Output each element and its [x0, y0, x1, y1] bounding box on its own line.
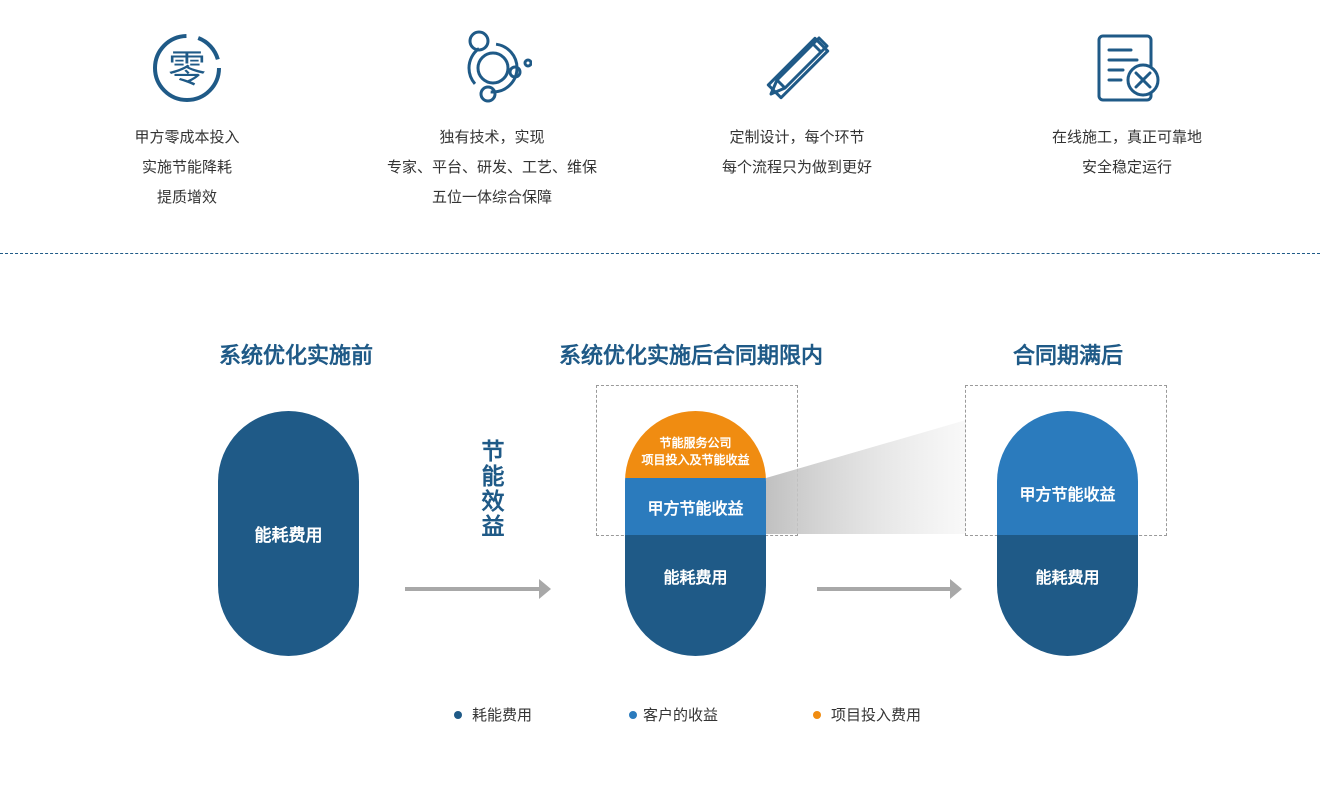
project-investment-segment: 节能服务公司 项目投入及节能收益 — [625, 411, 766, 478]
feature-line: 安全稳定运行 — [1081, 158, 1172, 176]
vertical-char: 效 — [481, 489, 505, 515]
design-tools-icon — [766, 36, 830, 100]
feature-line: 定制设计，每个环节 — [729, 128, 865, 146]
feature-line: 实施节能降耗 — [141, 158, 232, 176]
legend-item-project-investment: 项目投入费用 — [813, 704, 921, 725]
arrow-right — [817, 579, 962, 599]
technology-bubbles-icon — [467, 30, 532, 103]
heading-after: 合同期满后 — [1012, 344, 1123, 369]
vertical-char: 益 — [481, 514, 505, 540]
feature-line: 专家、平台、研发、工艺、维保 — [386, 158, 597, 176]
heading-during: 系统优化实施后合同期限内 — [558, 344, 823, 369]
company-label-line1: 节能服务公司 — [659, 435, 732, 450]
feature-technology: 独有技术，实现 专家、平台、研发、工艺、维保 五位一体综合保障 — [342, 28, 642, 212]
feature-line: 五位一体综合保障 — [431, 188, 552, 206]
feature-zero-cost: 零 甲方零成本投入 实施节能降耗 提质增效 — [37, 28, 337, 212]
construction-document-icon — [1097, 34, 1160, 102]
energy-cost-segment: 能耗费用 — [625, 535, 766, 656]
energy-cost-segment: 能耗费用 — [997, 535, 1138, 656]
legend-dot — [813, 710, 821, 719]
client-savings-segment: 甲方节能收益 — [997, 411, 1138, 535]
company-label-line2: 项目投入及节能收益 — [641, 452, 750, 467]
feature-construction: 在线施工，真正可靠地 安全稳定运行 — [977, 28, 1277, 182]
arrow-right — [405, 579, 551, 599]
heading-before: 系统优化实施前 — [218, 344, 373, 369]
feature-line: 每个流程只为做到更好 — [721, 158, 872, 176]
legend-dot — [454, 710, 462, 719]
energy-cost-label: 能耗费用 — [254, 526, 323, 546]
section-divider — [0, 253, 1320, 254]
feature-custom-design: 定制设计，每个环节 每个流程只为做到更好 — [647, 28, 947, 182]
legend-dot — [629, 710, 637, 719]
vertical-char: 节 — [481, 439, 505, 465]
vertical-char: 能 — [481, 464, 505, 490]
feature-line: 独有技术，实现 — [439, 128, 545, 146]
pill-after: 甲方节能收益 能耗费用 — [997, 411, 1138, 656]
client-savings-segment: 甲方节能收益 — [625, 478, 766, 535]
pill-before: 能耗费用 — [218, 411, 359, 656]
legend-label: 耗能费用 — [472, 706, 533, 724]
zero-cost-icon: 零 — [153, 34, 221, 102]
client-savings-label: 甲方节能收益 — [647, 498, 744, 518]
pill-during: 节能服务公司 项目投入及节能收益 甲方节能收益 能耗费用 — [625, 411, 766, 656]
energy-cost-segment: 能耗费用 — [218, 411, 359, 656]
legend-item-energy-cost: 耗能费用 — [454, 704, 532, 725]
zero-glyph: 零 — [168, 47, 206, 91]
legend-label: 项目投入费用 — [831, 706, 922, 724]
energy-cost-label: 能耗费用 — [1035, 568, 1100, 587]
legend-label: 客户的收益 — [643, 706, 719, 724]
client-savings-label: 甲方节能收益 — [1019, 485, 1116, 504]
feature-line: 甲方零成本投入 — [134, 128, 240, 146]
feature-line: 提质增效 — [156, 188, 217, 206]
legend-item-client-benefit: 客户的收益 — [629, 704, 718, 725]
energy-cost-label: 能耗费用 — [663, 568, 728, 587]
feature-line: 在线施工，真正可靠地 — [1051, 128, 1202, 146]
energy-benefit-vertical-label: 节 能 效 益 — [478, 440, 508, 540]
